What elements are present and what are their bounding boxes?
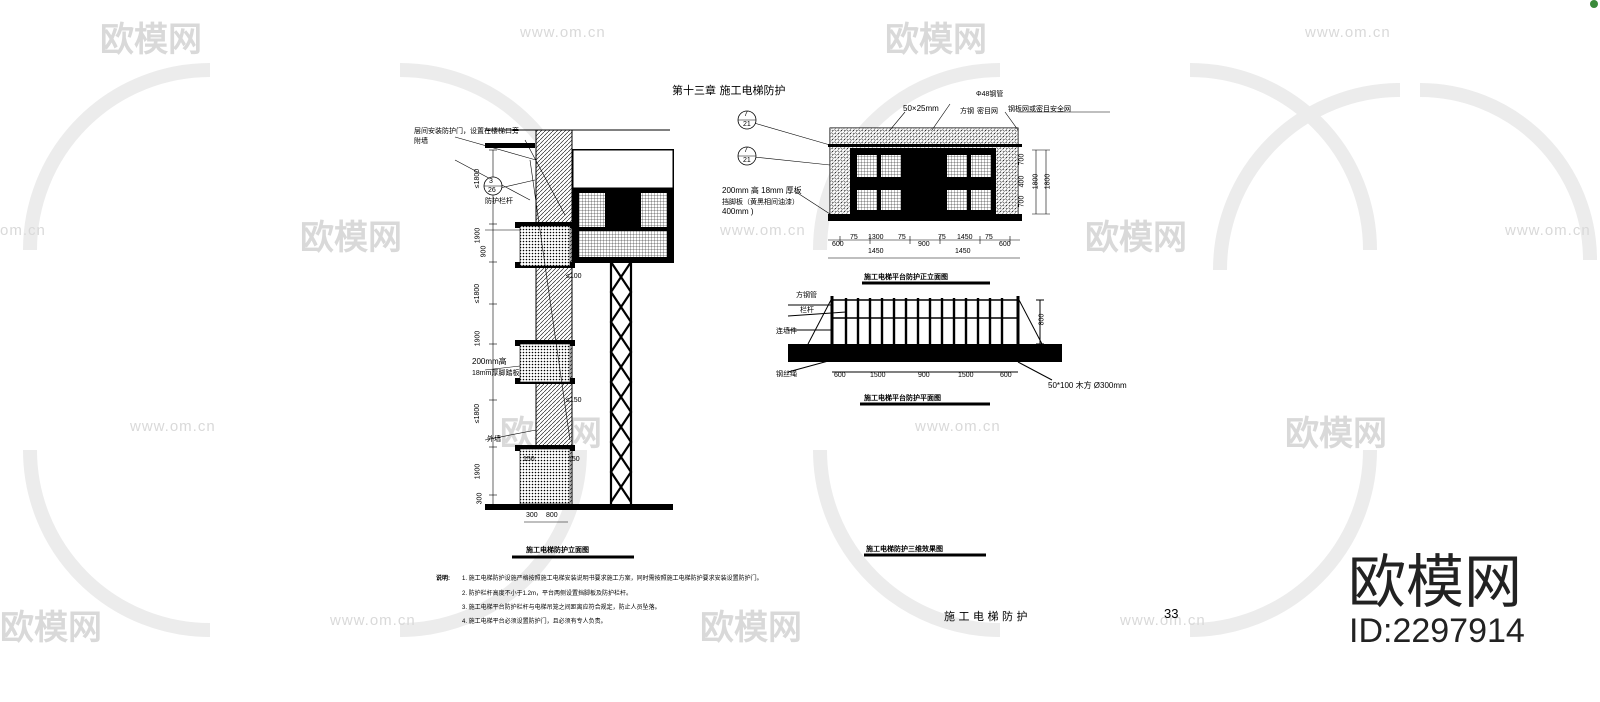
- plan-dim: 1500: [958, 372, 974, 379]
- right-label-toe: 挡脚板（黄黑相间油漆）: [722, 199, 799, 206]
- right-dim: 900: [918, 241, 930, 248]
- plan-note: 50*100 木方 Ø300mm: [1048, 381, 1127, 390]
- watermark-url: www.om.cn: [520, 24, 606, 41]
- plan-label-a: 方钢管: [796, 292, 817, 299]
- right-label-200mm: 200mm 高 18mm 厚板: [722, 186, 802, 195]
- left-dim-bottom: 800: [546, 512, 558, 519]
- left-note-top2: 附墙: [414, 138, 428, 145]
- right-dim2: 1450: [868, 248, 884, 255]
- right-label-mesh2: 密目网: [977, 108, 998, 115]
- watermark-id: ID:2297914: [1349, 612, 1525, 650]
- right-top-caption: 施工电梯平台防护正立面图: [864, 274, 948, 281]
- plan-label-b: 栏杆: [800, 307, 814, 314]
- left-label-wall: 外墙: [487, 436, 501, 443]
- bottom-caption: 施工电梯防护三维效果图: [866, 546, 943, 553]
- plan-dim-h: 800: [1038, 313, 1046, 326]
- note-item: 3. 施工电梯平台防护栏杆与电梯吊笼之间距离应符合规定，防止人员坠落。: [462, 605, 661, 611]
- right-label-net: 钢板网或密目安全网: [1008, 106, 1071, 113]
- right-dim: 1300: [868, 234, 884, 241]
- watermark-url: www.om.cn: [1505, 222, 1591, 239]
- left-label-200: 200mm高: [472, 357, 507, 366]
- watermark-brand: 欧模网: [1285, 415, 1387, 453]
- left-dim-small: 150: [523, 456, 535, 463]
- page-number: 33: [1164, 606, 1179, 621]
- left-label-18: 18mm厚脚踏板: [472, 370, 520, 377]
- right-dim: 1450: [957, 234, 973, 241]
- watermark-url: www.om.cn: [720, 222, 806, 239]
- right-label-mesh: 方钢: [960, 108, 974, 115]
- left-dim-bottom: 300: [526, 512, 538, 519]
- right-dim: 75: [985, 234, 993, 241]
- right-marker2-den: 21: [743, 157, 751, 164]
- status-dot: [1590, 0, 1598, 8]
- left-marker-den: 26: [488, 187, 496, 194]
- watermark-brand: 欧模网: [700, 609, 802, 647]
- watermark-url-partial: om.cn: [0, 222, 46, 239]
- plan-label-c: 连墙件: [776, 328, 797, 335]
- plan-label-d: 钢丝绳: [776, 371, 797, 378]
- left-dim-small: 150: [568, 456, 580, 463]
- right-label-400: 400mm ): [722, 207, 754, 216]
- left-label-protect: 防护栏杆: [485, 198, 513, 205]
- footer-title: 施 工 电 梯 防 护: [944, 610, 1028, 623]
- left-caption: 施工电梯防护立面图: [526, 547, 589, 554]
- watermark-brand: 欧模网: [300, 219, 402, 257]
- watermark-brand: 欧模网: [1085, 219, 1187, 257]
- right-dim: 600: [832, 241, 844, 248]
- left-dim-small: ≤150: [566, 397, 582, 404]
- right-marker1-den: 21: [743, 121, 751, 128]
- right-dim2: 1450: [955, 248, 971, 255]
- note-item: 4. 施工电梯平台必须设置防护门，且必须有专人负责。: [462, 619, 607, 625]
- right-label-tube: Φ48钢管: [976, 91, 1004, 98]
- plan-dim: 1500: [870, 372, 886, 379]
- right-marker1-num: 7: [744, 111, 748, 118]
- watermark-url: www.om.cn: [1120, 612, 1206, 629]
- watermark-brand: 欧模网: [0, 609, 102, 647]
- right-dim: 600: [999, 241, 1011, 248]
- watermark-url: www.om.cn: [330, 612, 416, 629]
- left-note-top: 层间安装防护门，设置在楼梯口旁: [414, 128, 519, 135]
- watermark-url: www.om.cn: [1305, 24, 1391, 41]
- watermark-url: www.om.cn: [130, 418, 216, 435]
- left-marker-num: 3: [489, 178, 493, 185]
- right-marker2-num: 7: [744, 147, 748, 154]
- watermark-logo-text: 欧模网: [1348, 550, 1523, 615]
- watermark-url: www.om.cn: [915, 418, 1001, 435]
- right-dim: 75: [850, 234, 858, 241]
- right-dim: 75: [898, 234, 906, 241]
- right-label-50x25: 50×25mm: [903, 104, 939, 113]
- watermark-brand: 欧模网: [100, 21, 202, 59]
- plan-caption: 施工电梯平台防护平面图: [864, 395, 941, 402]
- plan-dim: 900: [918, 372, 930, 379]
- chapter-title: 第十三章 施工电梯防护: [672, 84, 786, 97]
- right-dim: 75: [938, 234, 946, 241]
- notes-label: 说明:: [436, 576, 450, 582]
- plan-dim: 600: [834, 372, 846, 379]
- note-item: 2. 防护栏杆高度不小于1.2m，平台两侧设置挡脚板及防护栏杆。: [462, 591, 633, 597]
- watermark-brand: 欧模网: [885, 21, 987, 59]
- left-dim-small: ≤100: [566, 273, 582, 280]
- note-item: 1. 施工电梯防护设施严格按照施工电梯安装说明书要求施工方案，同时需按照施工电梯…: [462, 576, 763, 582]
- plan-dim: 600: [1000, 372, 1012, 379]
